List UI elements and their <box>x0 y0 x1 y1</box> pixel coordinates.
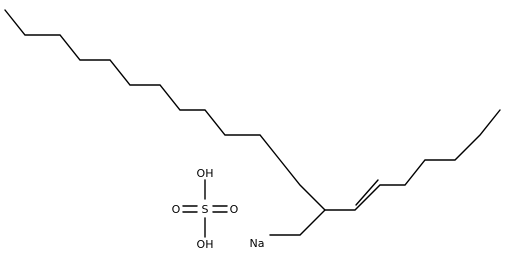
alkyl-chain <box>4 9 326 236</box>
hydroxyl-top-label: OH <box>197 167 214 180</box>
hydroxyl-bottom-label: OH <box>197 238 214 251</box>
double-bond-line <box>355 179 379 206</box>
oxygen-right-label: O <box>230 203 239 216</box>
sodium-label: Na <box>250 237 265 250</box>
sulfur-label: S <box>202 203 209 216</box>
bond-lines <box>4 9 501 238</box>
oxygen-left-label: O <box>172 203 181 216</box>
alkenyl-chain <box>324 109 501 211</box>
